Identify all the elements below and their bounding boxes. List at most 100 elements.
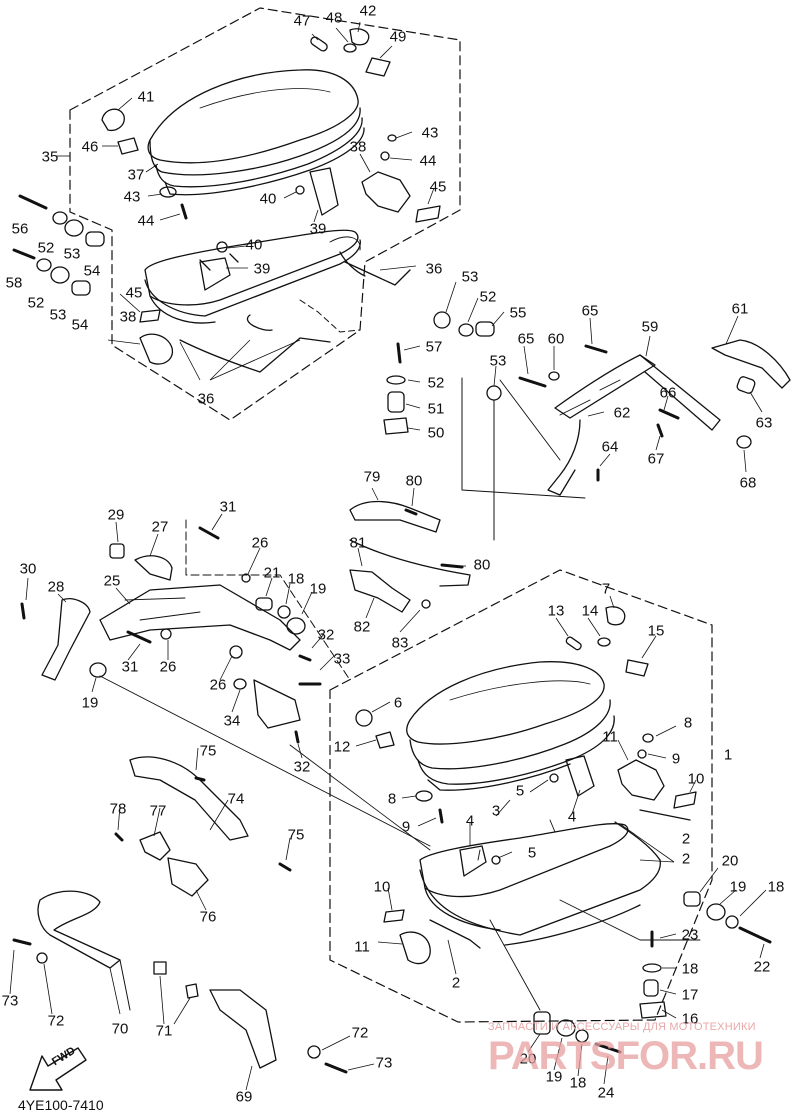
part-13 bbox=[565, 636, 582, 651]
callout-40: 40 bbox=[245, 236, 263, 254]
callout-50: 50 bbox=[427, 424, 445, 442]
upper-base bbox=[144, 229, 366, 324]
washer-52b bbox=[36, 258, 52, 272]
part-10a bbox=[673, 791, 697, 809]
bolt-66 bbox=[658, 408, 680, 420]
bolt-32b bbox=[294, 730, 300, 744]
handle-61 bbox=[711, 339, 791, 389]
nut-26a bbox=[241, 573, 251, 583]
callout-78: 78 bbox=[109, 800, 127, 818]
part-40a bbox=[295, 185, 305, 195]
callout-61: 61 bbox=[731, 300, 749, 318]
callout-7: 7 bbox=[601, 580, 611, 598]
callout-48: 48 bbox=[325, 9, 343, 27]
nut-16 bbox=[639, 1001, 667, 1019]
callout-38: 38 bbox=[119, 308, 137, 326]
callout-62: 62 bbox=[613, 404, 631, 422]
callout-39: 39 bbox=[309, 220, 327, 238]
part-38b bbox=[139, 333, 174, 365]
callout-18: 18 bbox=[681, 960, 699, 978]
callout-55: 55 bbox=[509, 304, 527, 322]
part-44a bbox=[180, 203, 188, 220]
callout-33: 33 bbox=[333, 650, 351, 668]
callout-23: 23 bbox=[681, 926, 699, 944]
callout-28: 28 bbox=[47, 578, 65, 596]
washer-72b bbox=[307, 1045, 321, 1059]
washer-18b bbox=[725, 915, 739, 929]
rod-2 bbox=[429, 919, 481, 949]
washer-52a bbox=[52, 211, 68, 225]
callout-24: 24 bbox=[597, 1084, 615, 1102]
nut-34 bbox=[233, 678, 247, 690]
grommet-53d bbox=[486, 385, 502, 401]
lower-lid bbox=[406, 661, 615, 791]
callout-26: 26 bbox=[251, 534, 269, 552]
bolt-80b bbox=[440, 563, 464, 569]
bolt-31a bbox=[198, 526, 220, 540]
callout-5: 5 bbox=[515, 782, 525, 800]
part-43b bbox=[387, 134, 397, 142]
part-45b bbox=[139, 309, 161, 323]
stay-62 bbox=[547, 419, 581, 496]
callout-16: 16 bbox=[681, 1010, 699, 1028]
callout-53: 53 bbox=[49, 306, 67, 324]
callout-46: 46 bbox=[81, 138, 99, 156]
grommet-19b bbox=[89, 662, 107, 678]
part-47 bbox=[310, 36, 328, 52]
nut-71a bbox=[153, 961, 167, 975]
callout-8: 8 bbox=[387, 790, 397, 808]
part-4b bbox=[459, 845, 487, 877]
lock-76 bbox=[167, 857, 209, 897]
part-10b bbox=[383, 909, 405, 923]
washer-18d bbox=[575, 1029, 589, 1043]
grommet-19a bbox=[286, 617, 306, 635]
diagram-code: 4YE100-7410 bbox=[18, 1097, 104, 1113]
bracket-79 bbox=[349, 500, 441, 533]
bolt-65b bbox=[518, 376, 547, 388]
callout-69: 69 bbox=[235, 1088, 253, 1106]
callout-2: 2 bbox=[681, 830, 691, 848]
washer-18c bbox=[642, 963, 662, 973]
part-40b bbox=[216, 241, 228, 253]
grommet-53c bbox=[433, 311, 451, 329]
callout-40: 40 bbox=[259, 190, 277, 208]
bolt-30 bbox=[20, 602, 26, 620]
collar-29 bbox=[109, 543, 125, 559]
part-9a bbox=[637, 749, 647, 759]
bolt-24 bbox=[594, 1042, 622, 1054]
nut-68 bbox=[736, 435, 752, 449]
callout-1: 1 bbox=[723, 746, 733, 764]
lower-assembly-boundary bbox=[329, 569, 713, 1023]
callout-19: 19 bbox=[309, 580, 327, 598]
bracket-59 bbox=[554, 354, 721, 431]
callout-52: 52 bbox=[479, 288, 497, 306]
callout-9: 9 bbox=[401, 818, 411, 836]
callout-26: 26 bbox=[209, 676, 227, 694]
callout-64: 64 bbox=[601, 438, 619, 456]
collar-21 bbox=[255, 597, 273, 611]
stay-81 bbox=[349, 539, 471, 587]
callout-11: 11 bbox=[354, 938, 370, 956]
callout-17: 17 bbox=[681, 986, 699, 1004]
collar-17 bbox=[643, 979, 659, 997]
part-36-rod2 bbox=[179, 337, 331, 373]
callout-4: 4 bbox=[567, 808, 577, 826]
callout-75: 75 bbox=[199, 742, 217, 760]
part-36-rod bbox=[344, 261, 411, 286]
washer-52c bbox=[458, 323, 474, 337]
callout-34: 34 bbox=[223, 712, 241, 730]
callout-52: 52 bbox=[27, 294, 45, 312]
callout-45: 45 bbox=[125, 284, 143, 302]
callout-30: 30 bbox=[19, 560, 37, 578]
part-44b bbox=[380, 151, 390, 161]
bolt-31b bbox=[126, 630, 152, 644]
latch-11b bbox=[399, 931, 431, 965]
bolt-65a bbox=[584, 344, 608, 354]
collar-51 bbox=[387, 391, 405, 413]
callout-52: 52 bbox=[37, 239, 55, 257]
callout-80: 80 bbox=[473, 556, 491, 574]
part-45a bbox=[415, 205, 441, 223]
callout-75: 75 bbox=[287, 826, 305, 844]
callout-53: 53 bbox=[489, 352, 507, 370]
